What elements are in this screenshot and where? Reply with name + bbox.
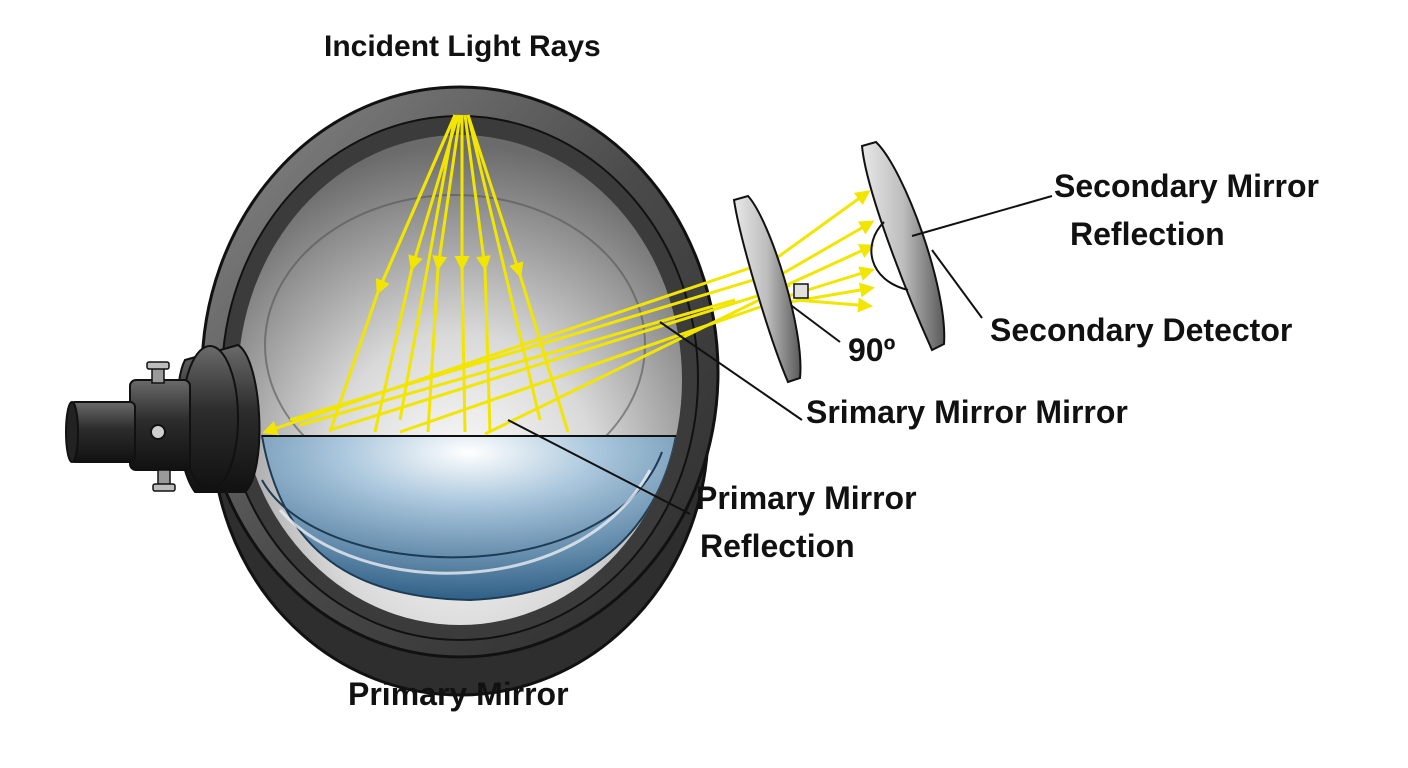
secondary-mirror: [860, 140, 946, 352]
incident-ray: [463, 114, 491, 271]
srimary-mirror-label: Srimary Mirror Mirror: [806, 394, 1128, 430]
leader-secondary-detector: [931, 249, 983, 319]
primary-mirror-label: Primary Mirror: [348, 676, 569, 712]
incident-ray: [432, 114, 462, 271]
incident-ray: [376, 114, 457, 293]
incident-ray: [460, 267, 467, 433]
reflected-rays: [262, 190, 875, 436]
leader-angle: [791, 305, 841, 343]
eyepiece-focuser: [65, 343, 261, 493]
primary-mirror-reflection-label-1: Primary Mirror: [696, 480, 917, 516]
leader-secondary-reflection: [911, 195, 1053, 237]
incident-ray: [426, 267, 440, 433]
leader-primary-reflection: [507, 419, 691, 515]
incident-light-rays-label: Incident Light Rays: [324, 30, 601, 63]
secondary-detector-label: Secondary Detector: [990, 312, 1293, 348]
angle-label: 90º: [848, 332, 896, 368]
leader-lines: [507, 195, 1053, 515]
incident-ray: [398, 114, 457, 421]
leader-srimary: [659, 321, 803, 421]
incident-ray: [466, 114, 524, 278]
primary-mirror: [260, 435, 678, 602]
incident-ray: [483, 267, 492, 433]
secondary-mirror-reflection-label-2: Reflection: [1070, 216, 1225, 252]
primary-mirror-reflection-label-2: Reflection: [700, 528, 855, 564]
incident-ray: [373, 267, 414, 433]
telescope-tube: [200, 85, 720, 697]
relay-mirror: [732, 194, 809, 384]
secondary-mirror-reflection-label-1: Secondary Mirror: [1054, 168, 1319, 204]
